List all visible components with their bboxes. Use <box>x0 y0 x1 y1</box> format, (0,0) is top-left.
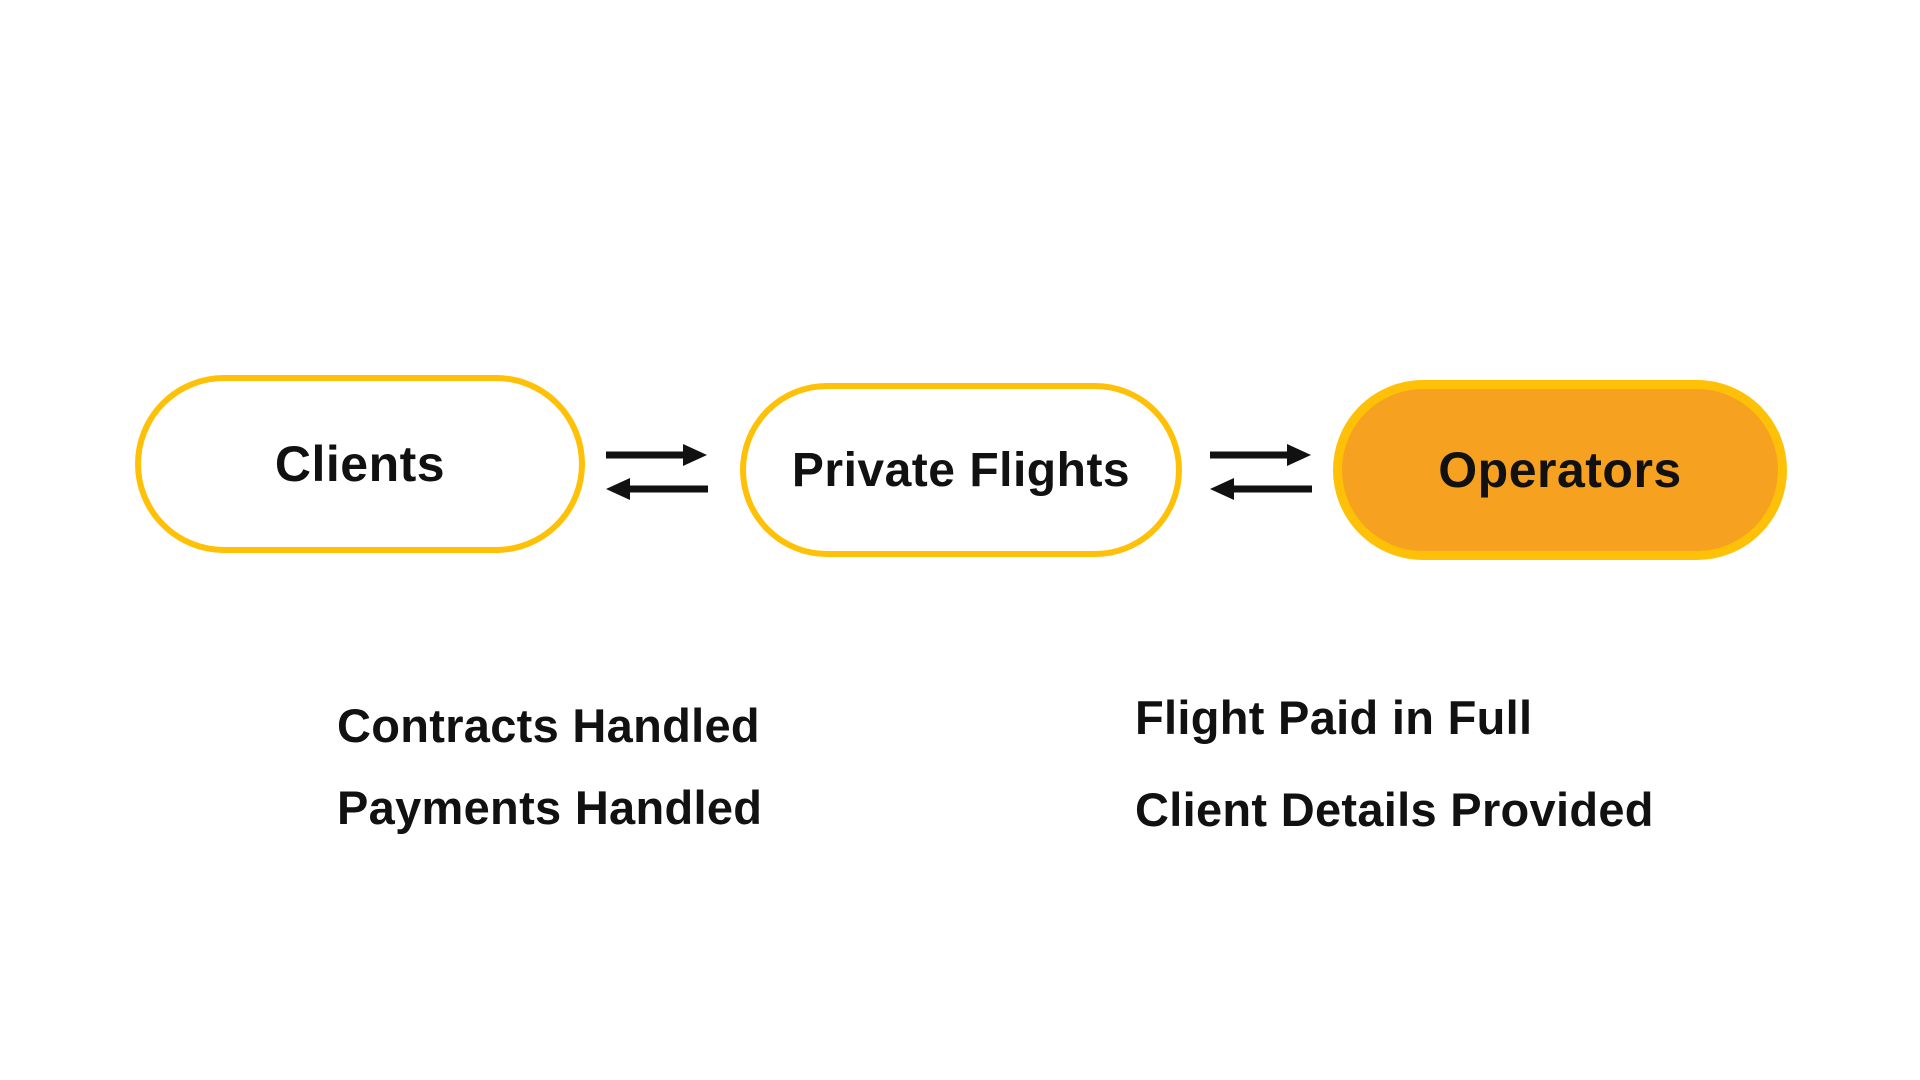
note-client-details-provided: Client Details Provided <box>1135 783 1654 836</box>
notes-clients-side: Contracts Handled Payments Handled <box>337 702 762 832</box>
exchange-arrows-icon <box>606 444 708 500</box>
note-payments-handled: Payments Handled <box>337 781 763 834</box>
arrow-right-head <box>1287 444 1311 466</box>
exchange-arrows-icon <box>1210 444 1312 500</box>
node-private-flights-label: Private Flights <box>791 443 1131 497</box>
note-contracts-handled: Contracts Handled <box>337 699 760 752</box>
node-clients-label: Clients <box>274 436 446 492</box>
node-clients: Clients <box>135 375 585 553</box>
note-flight-paid-in-full: Flight Paid in Full <box>1135 691 1533 744</box>
arrow-left-head <box>606 478 630 500</box>
node-operators-label: Operators <box>1438 442 1682 498</box>
node-operators: Operators <box>1333 380 1787 560</box>
node-private-flights: Private Flights <box>740 383 1182 557</box>
notes-operators-side: Flight Paid in Full Client Details Provi… <box>1135 694 1654 834</box>
arrow-left-head <box>1210 478 1234 500</box>
arrow-right-head <box>683 444 707 466</box>
